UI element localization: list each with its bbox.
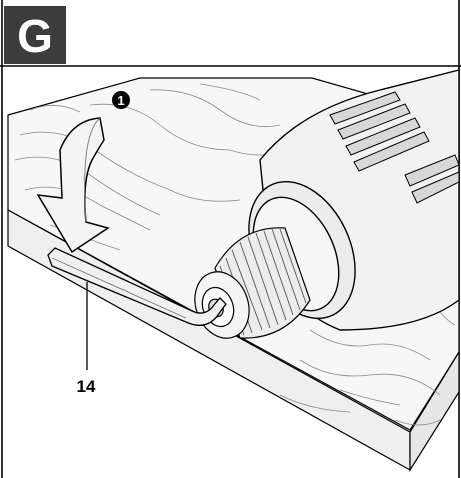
figure-letter-badge: G [4,6,66,64]
callout-14: 14 [77,282,96,396]
step-marker-number: 1 [117,93,124,108]
step-marker: 1 [112,91,130,109]
figure-letter: G [17,10,53,62]
rotation-arrow-icon [36,117,110,254]
callout-label: 14 [77,377,96,396]
wood-grain [14,83,456,426]
hex-key [47,247,227,326]
